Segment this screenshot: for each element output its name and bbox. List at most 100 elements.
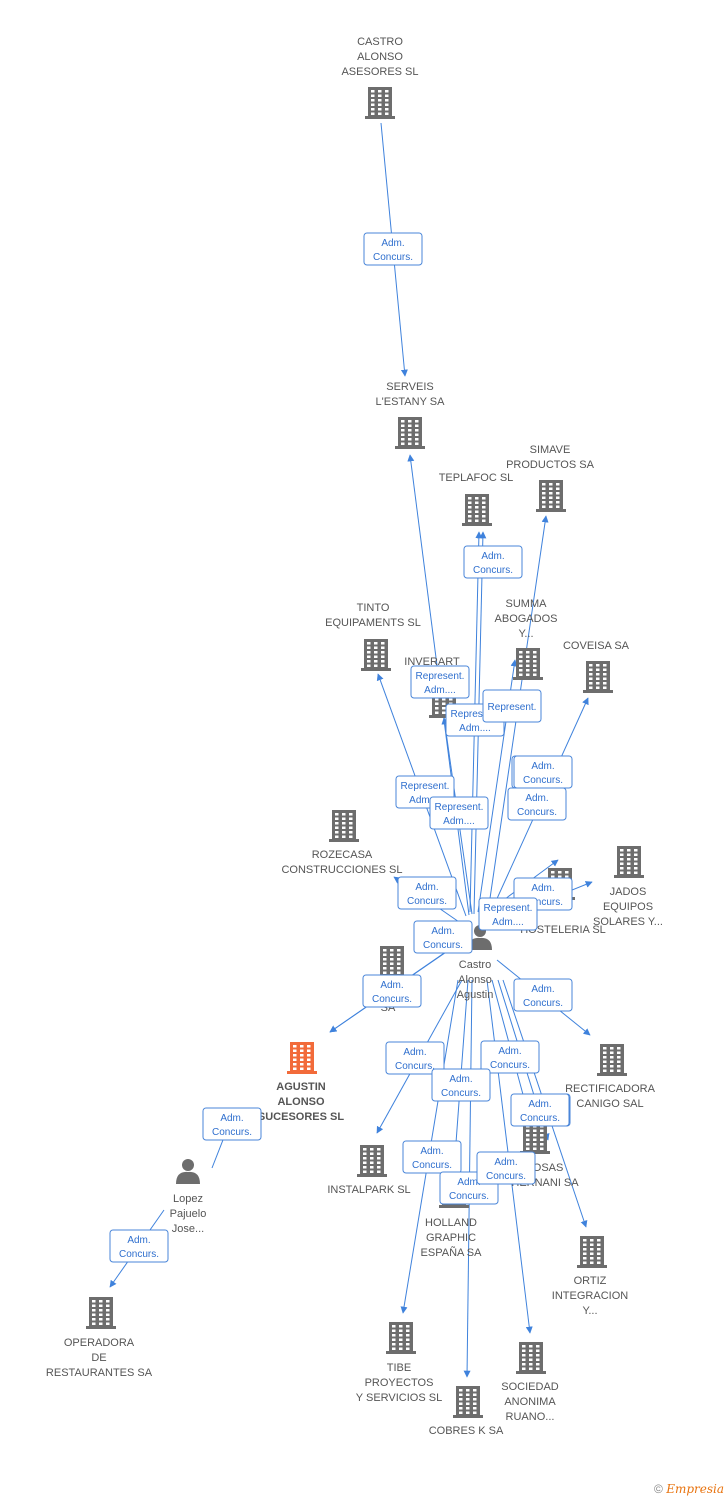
node-label: SUMMA bbox=[506, 598, 548, 610]
building-icon[interactable] bbox=[577, 1236, 607, 1268]
building-icon[interactable] bbox=[365, 87, 395, 119]
node-label: Lopez bbox=[173, 1193, 203, 1205]
node-summa[interactable]: SUMMAABOGADOSY... bbox=[495, 598, 558, 680]
relation-label-r8[interactable]: Represent.Adm.... bbox=[429, 796, 489, 830]
relation-label-r14[interactable]: Adm.Concurs. bbox=[362, 974, 422, 1008]
building-icon[interactable] bbox=[520, 1122, 550, 1154]
relation-label-r11[interactable]: Adm. Concurs. bbox=[397, 876, 457, 910]
person-icon[interactable] bbox=[176, 1159, 200, 1184]
node-label: JADOS bbox=[610, 886, 647, 898]
node-label: Agustin bbox=[457, 989, 494, 1001]
relations-layer: Adm.Concurs.Represent.Adm....Adm.Concurs… bbox=[109, 232, 573, 1263]
relation-text: Adm. bbox=[494, 1157, 517, 1168]
relation-label-r2[interactable]: Represent.Adm.... bbox=[410, 665, 470, 699]
relation-label-r25[interactable]: Adm.Concurs. bbox=[202, 1107, 262, 1141]
node-label: ABOGADOS bbox=[495, 613, 558, 625]
relation-label-r6[interactable]: Represent. bbox=[482, 689, 542, 723]
relation-label-r1[interactable]: Adm. Concurs. bbox=[363, 232, 423, 266]
relation-label-r23[interactable]: Adm.Concurs. bbox=[476, 1151, 536, 1185]
node-ortiz[interactable]: ORTIZINTEGRACIONY... bbox=[552, 1236, 628, 1317]
node-label: EQUIPOS bbox=[603, 901, 653, 913]
relation-text: Adm. bbox=[381, 238, 404, 249]
building-icon[interactable] bbox=[287, 1042, 317, 1074]
relation-label-r16[interactable]: Adm.Concurs. bbox=[513, 978, 573, 1012]
relation-text: Adm. bbox=[431, 926, 454, 937]
node-label: COVEISA SA bbox=[563, 640, 630, 652]
brand-logo[interactable]: Empresia bbox=[666, 1482, 724, 1496]
relation-label-r21[interactable]: Adm.Concurs. bbox=[402, 1140, 462, 1174]
relation-text: Adm. bbox=[525, 793, 548, 804]
relation-text: Adm. bbox=[531, 883, 554, 894]
relation-text: Concurs. bbox=[517, 807, 557, 818]
building-icon[interactable] bbox=[614, 846, 644, 878]
node-label: TINTO bbox=[357, 602, 390, 614]
building-icon[interactable] bbox=[462, 494, 492, 526]
building-icon[interactable] bbox=[86, 1297, 116, 1329]
node-sociedad[interactable]: SOCIEDADANONIMARUANO... bbox=[501, 1342, 559, 1423]
relation-label-r10[interactable]: Adm. Concurs. bbox=[507, 787, 567, 821]
building-icon[interactable] bbox=[329, 810, 359, 842]
relation-text: Concurs. bbox=[407, 896, 447, 907]
node-label: AGUSTIN bbox=[276, 1081, 326, 1093]
node-teplafoc[interactable]: TEPLAFOC SL bbox=[439, 472, 514, 526]
building-icon[interactable] bbox=[357, 1145, 387, 1177]
building-icon[interactable] bbox=[395, 417, 425, 449]
relation-text: Adm.... bbox=[424, 685, 456, 696]
relation-label-r19[interactable]: Adm.Concurs. bbox=[431, 1068, 491, 1102]
node-lopez[interactable]: LopezPajueloJose... bbox=[170, 1159, 207, 1235]
relation-text: Concurs. bbox=[490, 1060, 530, 1071]
relation-text: Concurs. bbox=[523, 775, 563, 786]
relation-text: Adm.... bbox=[443, 816, 475, 827]
relation-label-r17[interactable]: Adm.Concurs. bbox=[385, 1041, 445, 1075]
relation-label-r9[interactable]: Adm.Concurs. bbox=[513, 755, 573, 789]
relation-label-r3[interactable]: Adm.Concurs. bbox=[463, 545, 523, 579]
building-icon[interactable] bbox=[361, 639, 391, 671]
relation-text: Adm. bbox=[380, 980, 403, 991]
relation-text: Concurs. bbox=[449, 1191, 489, 1202]
relation-label-r26[interactable]: Adm.Concurs. bbox=[109, 1229, 169, 1263]
relation-text: Concurs. bbox=[373, 252, 413, 263]
building-icon[interactable] bbox=[583, 661, 613, 693]
node-label: COBRES K SA bbox=[429, 1425, 504, 1437]
node-label: EQUIPAMENTS SL bbox=[325, 617, 421, 629]
relation-text: Concurs. bbox=[520, 1113, 560, 1124]
relation-text: Adm. bbox=[415, 882, 438, 893]
relation-label-r13[interactable]: Represent.Adm.... bbox=[478, 897, 538, 931]
relation-label-r15[interactable]: Adm.Concurs. bbox=[413, 920, 473, 954]
building-icon[interactable] bbox=[597, 1044, 627, 1076]
node-label: Castro bbox=[459, 959, 491, 971]
node-label: HOLLAND bbox=[425, 1217, 477, 1229]
building-icon[interactable] bbox=[377, 946, 407, 978]
relation-label-r24[interactable]: Adm.Concurs. bbox=[510, 1093, 570, 1127]
node-label: OPERADORA bbox=[64, 1337, 135, 1349]
relation-text: Adm.... bbox=[459, 723, 491, 734]
node-label: Jose... bbox=[172, 1223, 204, 1235]
node-label: CANIGO SAL bbox=[576, 1098, 643, 1110]
relation-text: Adm.... bbox=[492, 917, 524, 928]
building-icon[interactable] bbox=[516, 1342, 546, 1374]
node-coveisa[interactable]: COVEISA SA bbox=[563, 640, 630, 693]
node-label: ROZECASA bbox=[312, 849, 373, 861]
building-icon[interactable] bbox=[386, 1322, 416, 1354]
building-icon[interactable] bbox=[453, 1386, 483, 1418]
node-instalpark[interactable]: INSTALPARK SL bbox=[327, 1145, 411, 1196]
node-tinto[interactable]: TINTO EQUIPAMENTS SL bbox=[325, 602, 421, 671]
building-icon[interactable] bbox=[513, 648, 543, 680]
relation-text: Adm. bbox=[420, 1146, 443, 1157]
relation-text: Concurs. bbox=[119, 1249, 159, 1260]
node-cobres[interactable]: COBRES K SA bbox=[429, 1386, 504, 1437]
node-label: SERVEIS bbox=[386, 381, 434, 393]
building-icon[interactable] bbox=[536, 480, 566, 512]
relation-label-r18[interactable]: Adm.Concurs. bbox=[480, 1040, 540, 1074]
